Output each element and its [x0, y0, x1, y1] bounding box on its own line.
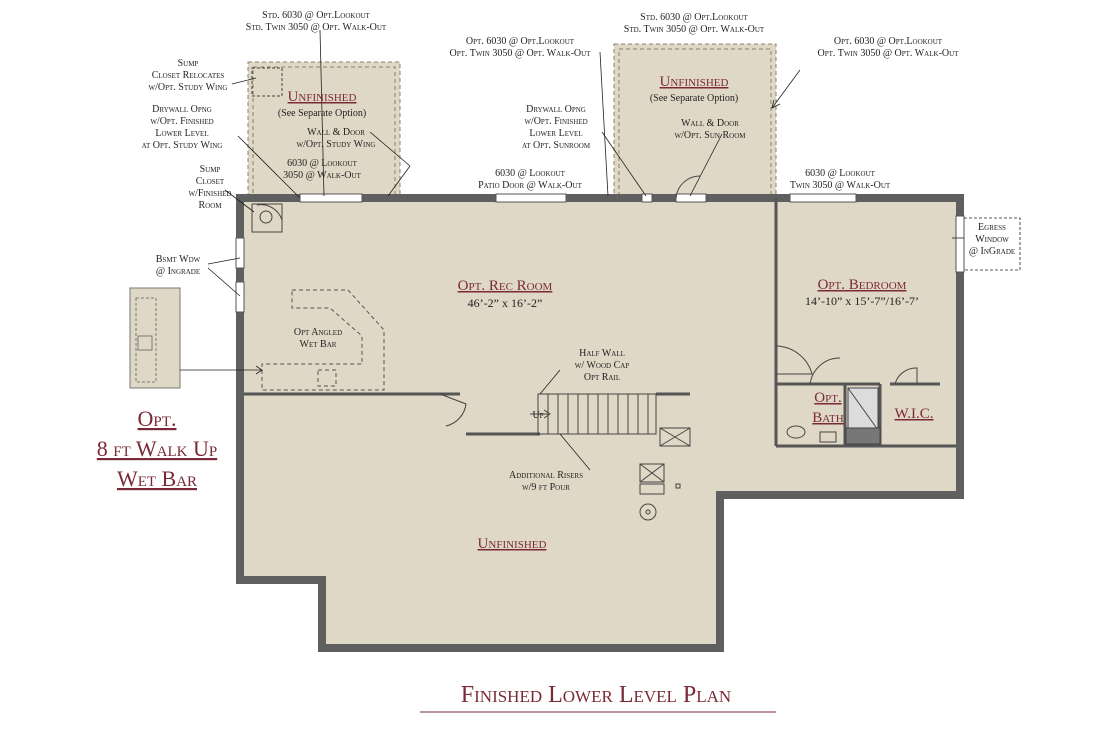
rec-room-name: Opt. Rec Room — [458, 278, 553, 294]
floor-fill — [240, 44, 960, 648]
note-patio-2: Patio Door @ Walk-Out — [478, 180, 582, 191]
option-label-line2: 8 ft Walk Up — [97, 436, 217, 461]
interior-walls — [244, 198, 956, 448]
note-lookout-left-2: 3050 @ Walk-Out — [283, 170, 361, 181]
option-label-line1: Opt. — [138, 406, 177, 431]
note-half-wall-1: Half Wall — [579, 348, 625, 359]
unfinished-right-name: Unfinished — [660, 74, 729, 90]
door-sunroom — [675, 193, 707, 203]
note-patio-1: 6030 @ Lookout — [495, 168, 566, 179]
note-bsmt-wdw-2: @ Ingrade — [156, 266, 200, 277]
note-up: Up — [532, 410, 543, 421]
note-wall-door-study-1: Wall & Door — [307, 127, 365, 138]
sump-closet — [251, 67, 283, 233]
note-sump-reloc-1: Sump — [178, 58, 199, 69]
bedroom-name: Opt. Bedroom — [818, 277, 907, 293]
unfinished-right-area — [614, 44, 776, 198]
note-half-wall-2: w/ Wood Cap — [575, 360, 630, 371]
bath-fixtures — [786, 387, 881, 445]
bedroom-dims: 14’-10” x 15’-7”/16’-7’ — [805, 294, 919, 308]
wet-bar — [261, 289, 385, 391]
wet-bar-inset — [129, 287, 181, 389]
note-sump-finished-2: Closet — [196, 176, 225, 187]
note-wall-door-study-2: w/Opt. Study Wing — [297, 139, 376, 150]
note-wall-door-sun-1: Wall & Door — [681, 118, 739, 129]
window-top-left — [299, 193, 363, 203]
note-sump-finished-4: Room — [198, 200, 222, 211]
note-lookout-right-2: Twin 3050 @ Walk-Out — [790, 180, 891, 191]
note-egress-3: @ InGrade — [969, 246, 1015, 257]
note-sump-reloc-3: w/Opt. Study Wing — [149, 82, 228, 93]
unfinished-left-sub: (See Separate Option) — [278, 108, 366, 119]
note-lookout-right-1: 6030 @ Lookout — [805, 168, 876, 179]
note-std-left-1: Std. 6030 @ Opt.Lookout — [262, 10, 370, 21]
plan-title: Finished Lower Level Plan — [461, 682, 731, 708]
door-swings — [256, 175, 918, 427]
unfinished-right-sub: (See Separate Option) — [650, 93, 738, 104]
windows — [235, 193, 965, 313]
window-top-right — [789, 193, 857, 203]
note-half-wall-3: Opt Rail — [584, 372, 620, 383]
note-sump-finished-3: w/Finished — [189, 188, 232, 199]
note-bsmt-wdw-1: Bsmt Wdw — [156, 254, 201, 265]
note-std-top-1: Std. 6030 @ Opt.Lookout — [640, 12, 748, 23]
unfinished-left-area — [248, 62, 400, 198]
note-sump-reloc-2: Closet Relocates — [152, 70, 225, 81]
rec-room-dims: 46’-2” x 16’-2” — [468, 296, 543, 310]
note-egress-1: Egress — [978, 222, 1006, 233]
leader-lines — [180, 29, 1021, 471]
note-drywall-left-4: at Opt. Study Wing — [142, 140, 223, 151]
mechanical — [639, 427, 691, 521]
unfinished-left-name: Unfinished — [288, 89, 357, 105]
unfinished-main-name: Unfinished — [478, 536, 547, 552]
exterior-walls — [236, 194, 964, 652]
note-drywall-mid-2: w/Opt. Finished — [524, 116, 587, 127]
option-label-line3: Wet Bar — [117, 466, 197, 491]
note-sump-finished-1: Sump — [200, 164, 221, 175]
note-risers-2: w/9 ft Pour — [522, 482, 570, 493]
note-opt-mid-2: Opt. Twin 3050 @ Opt. Walk-Out — [450, 48, 592, 59]
note-drywall-mid-3: Lower Level — [529, 128, 582, 139]
note-std-left-2: Std. Twin 3050 @ Opt. Walk-Out — [246, 22, 387, 33]
window-bsmt-2 — [235, 281, 245, 313]
opening-sunroom — [641, 193, 653, 203]
note-std-top-2: Std. Twin 3050 @ Opt. Walk-Out — [624, 24, 765, 35]
note-risers-1: Additional Risers — [509, 470, 583, 481]
note-opt-right-2: Opt. Twin 3050 @ Opt. Walk-Out — [818, 48, 960, 59]
bath-name-2: Bath — [812, 410, 843, 426]
note-drywall-left-1: Drywall Opng — [152, 104, 212, 115]
note-drywall-mid-1: Drywall Opng — [526, 104, 586, 115]
note-drywall-left-3: Lower Level — [155, 128, 208, 139]
wic-name: W.I.C. — [894, 406, 933, 422]
note-opt-right-1: Opt. 6030 @ Opt.Lookout — [834, 36, 943, 47]
stairs — [530, 393, 657, 435]
note-lookout-left-1: 6030 @ Lookout — [287, 158, 358, 169]
window-egress — [955, 215, 965, 273]
bath-name-1: Opt. — [814, 390, 841, 406]
note-egress-2: Window — [975, 234, 1009, 245]
note-wet-bar-2: Wet Bar — [300, 339, 337, 350]
note-wet-bar-1: Opt Angled — [294, 327, 342, 338]
note-opt-mid-1: Opt. 6030 @ Opt.Lookout — [466, 36, 575, 47]
window-patio — [495, 193, 567, 203]
note-drywall-mid-4: at Opt. Sunroom — [522, 140, 591, 151]
note-drywall-left-2: w/Opt. Finished — [150, 116, 213, 127]
window-bsmt-1 — [235, 237, 245, 269]
note-wall-door-sun-2: w/Opt. Sun Room — [675, 130, 747, 141]
